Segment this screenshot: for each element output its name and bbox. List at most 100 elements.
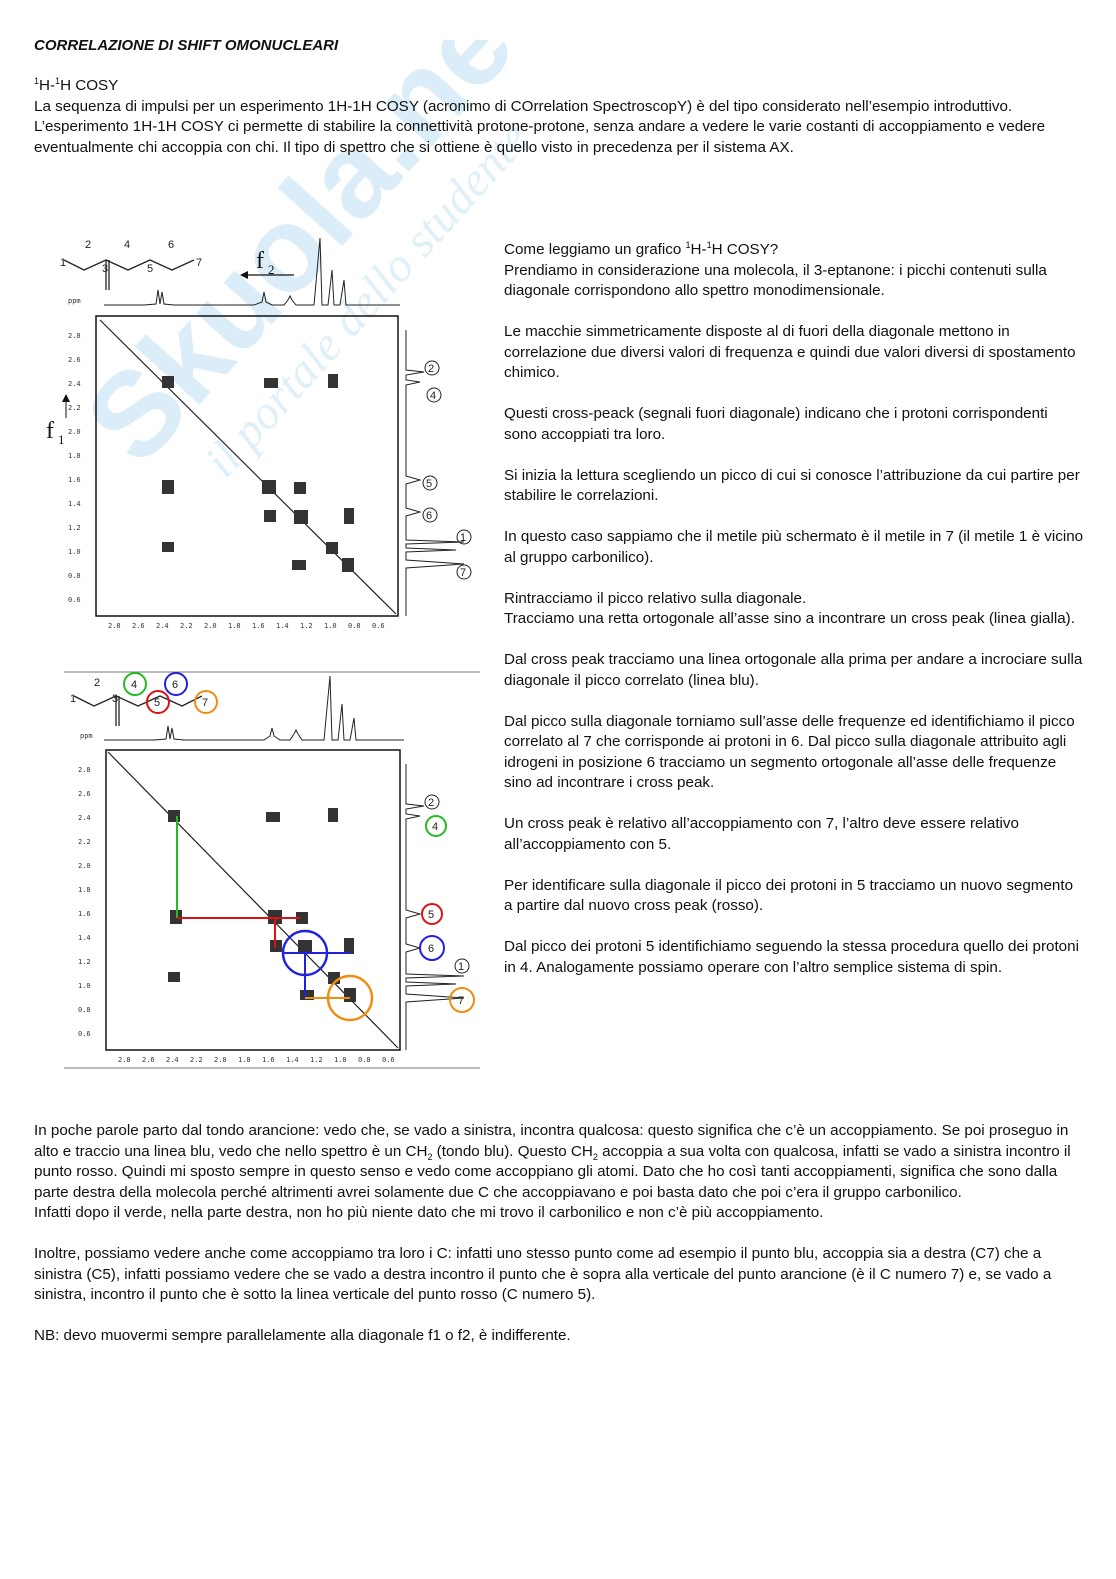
intro-heading: 1H-1H COSY (34, 75, 119, 94)
svg-text:5: 5 (426, 478, 432, 490)
y-tick-label: 2.8 (78, 766, 91, 774)
y-tick-label: 1.2 (78, 958, 91, 966)
intro-section: 1H-1H COSY La sequenza di impulsi per un… (34, 76, 1084, 158)
y-tick-label: 1.2 (68, 524, 81, 532)
y-tick-label: 1.8 (78, 886, 91, 894)
atom-label-3b: 3 (112, 693, 118, 705)
atom-label-7b: 7 (202, 697, 208, 709)
x-tick-label: 1.4 (276, 622, 289, 630)
cross-peaks (162, 374, 354, 572)
f2-subscript: 2 (268, 262, 275, 277)
atom-label-2: 2 (85, 239, 91, 251)
y-tick-label: 2.2 (78, 838, 91, 846)
atom-circle-blue (164, 672, 188, 696)
atom-circle-green (123, 672, 147, 696)
y-tick-label: 1.4 (68, 500, 81, 508)
right-paragraph-11: Dal picco dei protoni 5 identifichiamo s… (504, 938, 1079, 976)
page-title: CORRELAZIONE DI SHIFT OMONUCLEARI (34, 37, 339, 54)
x-tick-label: 2.0 (204, 622, 217, 630)
x-tick-label: 0.8 (358, 1056, 371, 1064)
y-tick-label: 2.6 (78, 790, 91, 798)
svg-text:5: 5 (428, 909, 434, 921)
y-tick-label: 1.6 (78, 910, 91, 918)
y-tick-label: 1.8 (68, 452, 81, 460)
atom-label-1: 1 (60, 257, 66, 269)
x-tick-label: 1.8 (238, 1056, 251, 1064)
side-labels-b: 2 4 5 6 1 7 (419, 794, 475, 1013)
x-tick-label: 1.8 (228, 622, 241, 630)
y-tick-label: 1.0 (68, 548, 81, 556)
x-tick-label: 2.8 (118, 1056, 131, 1064)
bottom-paragraph-3: NB: devo muovermi sempre parallelamente … (34, 1327, 571, 1344)
y-tick-label: 0.6 (68, 596, 81, 604)
y-tick-label: 0.6 (78, 1030, 91, 1038)
right-question: Come leggiamo un grafico 1H-1H COSY? (504, 239, 779, 258)
y-tick-label: 1.4 (78, 934, 91, 942)
y-tick-label: 0.8 (68, 572, 81, 580)
y-tick-label: 2.8 (68, 332, 81, 340)
svg-text:1: 1 (460, 532, 466, 544)
y-tick-label: 0.8 (78, 1006, 91, 1014)
atom-label-5: 5 (147, 263, 153, 275)
x-tick-label: 1.0 (324, 622, 337, 630)
x-tick-label: 2.6 (132, 622, 145, 630)
x-tick-label: 1.6 (262, 1056, 275, 1064)
y-tick-label: 1.6 (68, 476, 81, 484)
atom-circle-orange (194, 690, 218, 714)
atom-circle-red (146, 690, 170, 714)
x-tick-label: 2.2 (190, 1056, 203, 1064)
svg-text:2: 2 (428, 363, 434, 375)
atom-label-1b: 1 (70, 693, 76, 705)
cosy-plot-frame (95, 315, 399, 617)
svg-text:4: 4 (430, 390, 436, 402)
right-column: Come leggiamo un grafico 1H-1H COSY? Pre… (504, 240, 1084, 999)
right-paragraph-8: Dal picco sulla diagonale torniamo sull’… (504, 712, 1075, 792)
ppm-label: ppm (68, 297, 81, 305)
right-paragraph-5: In questo caso sappiamo che il metile pi… (504, 528, 1084, 566)
x-tick-label: 2.4 (156, 622, 169, 630)
svg-text:6: 6 (426, 510, 432, 522)
x-tick-label: 1.6 (252, 622, 265, 630)
bottom-paragraph-1d: Infatti dopo il verde, nella parte destr… (34, 1204, 824, 1221)
cosy-plot-frame-b (105, 749, 401, 1051)
x-tick-label: 0.6 (382, 1056, 395, 1064)
y-tick-label: 2.4 (68, 380, 81, 388)
y-tick-label: 1.0 (78, 982, 91, 990)
ppm-label-b: ppm (80, 732, 93, 740)
x-tick-label: 1.0 (334, 1056, 347, 1064)
svg-text:7: 7 (458, 995, 464, 1007)
bottom-paragraph-1: In poche parole parto dal tondo arancion… (34, 1122, 1071, 1201)
y-tick-label: 2.4 (78, 814, 91, 822)
y-tick-label: 2.6 (68, 356, 81, 364)
right-paragraph-10: Per identificare sulla diagonale il picc… (504, 876, 1074, 915)
right-paragraph-7: Dal cross peak tracciamo una linea ortog… (504, 651, 1083, 689)
svg-text:4: 4 (432, 821, 438, 833)
atom-label-4b: 4 (131, 679, 137, 691)
x-tick-label: 0.6 (372, 622, 385, 630)
y-tick-label: 2.2 (68, 404, 81, 412)
right-paragraph-6b: Tracciamo una retta ortogonale all’asse … (504, 610, 1075, 627)
right-paragraph-4: Si inizia la lettura scegliendo un picco… (504, 466, 1080, 505)
x-tick-label: 1.2 (300, 622, 313, 630)
arrow-up-icon (62, 394, 70, 402)
svg-text:2: 2 (428, 797, 434, 809)
y-tick-label: 2.0 (78, 862, 91, 870)
svg-text:6: 6 (428, 943, 434, 955)
intro-paragraph-1: La sequenza di impulsi per un esperiment… (34, 97, 1013, 115)
atom-label-3: 3 (102, 263, 108, 275)
y-axis-ticks: 2.8 2.6 2.4 2.2 2.0 1.8 1.6 1.4 1.2 1.0 0.8 0.6 (68, 332, 81, 604)
cross-peaks-b (168, 808, 356, 1002)
y-tick-label: 2.0 (68, 428, 81, 436)
right-paragraph-2: Le macchie simmetricamente disposte al d… (504, 323, 1076, 381)
right-paragraph-9: Un cross peak è relativo all’accoppiamen… (504, 815, 1019, 853)
y-axis-ticks-b: 2.8 2.6 2.4 2.2 2.0 1.8 1.6 1.4 1.2 1.0 0.8 0.6 (78, 766, 91, 1038)
f2-label: f (256, 248, 264, 274)
svg-text:7: 7 (460, 567, 466, 579)
right-paragraph-3: Questi cross-peack (segnali fuori diagon… (504, 405, 1048, 443)
intro-paragraph-2: L’esperimento 1H-1H COSY ci permette di … (34, 118, 1046, 156)
atom-label-6: 6 (168, 239, 174, 251)
cosy-figure-2: 1 2 3 4 5 6 7 ppm 2.8 2.6 2.4 2.2 2.0 1.8 1.6 1… (64, 671, 480, 1069)
atom-label-7: 7 (196, 257, 202, 269)
bottom-paragraph-2: Inoltre, possiamo vedere anche come acco… (34, 1245, 1052, 1303)
